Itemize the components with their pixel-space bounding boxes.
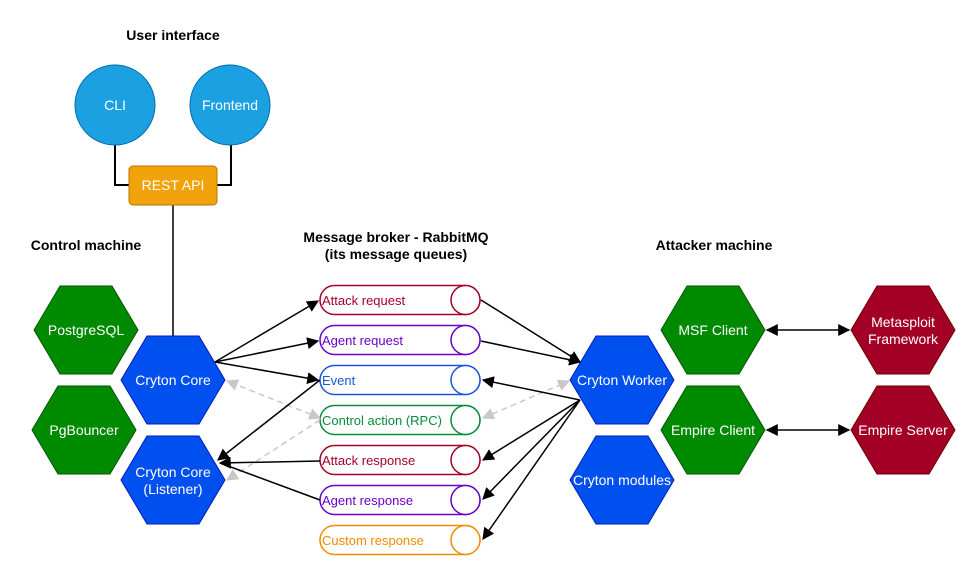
queue-end-cap (450, 444, 481, 476)
cli-label: CLI (104, 97, 126, 113)
metasploit-label-line2: Framework (868, 331, 939, 347)
metasploit-framework-node[interactable]: Metasploit Framework (850, 285, 956, 375)
heading-user-interface: User interface (126, 27, 220, 43)
cryton-modules-label: Cryton modules (573, 472, 671, 488)
connector-cli-restapi (114, 145, 130, 186)
msf-client-label: MSF Client (678, 322, 747, 338)
queue-label: Agent request (322, 333, 403, 348)
arrow-core-attack-request (214, 300, 320, 363)
arrow-attack-request-worker (480, 299, 582, 363)
heading-control-machine: Control machine (31, 237, 142, 253)
queue-end-cap (450, 324, 481, 356)
metasploit-label-line1: Metasploit (871, 314, 935, 330)
cryton-core-label: Cryton Core (135, 372, 211, 388)
queue-control-action-rpc[interactable]: Control action (RPC) (319, 404, 481, 436)
queue-custom-response[interactable]: Custom response (319, 524, 481, 556)
arrow-core-event (214, 361, 320, 385)
cryton-modules-node[interactable]: Cryton modules (569, 435, 675, 525)
pgbouncer-node[interactable]: PgBouncer (31, 385, 137, 475)
arrow-worker-event (481, 376, 581, 401)
heading-attacker-machine: Attacker machine (656, 237, 773, 253)
postgresql-node[interactable]: PostgreSQL (33, 285, 139, 375)
queue-label: Attack response (322, 453, 415, 468)
rest-api-label: REST API (142, 177, 205, 193)
cryton-worker-node[interactable]: Cryton Worker (569, 335, 675, 425)
pgbouncer-label: PgBouncer (49, 422, 119, 438)
msf-client-node[interactable]: MSF Client (660, 285, 766, 375)
queue-label: Attack request (322, 293, 405, 308)
connector-frontend-restapi (216, 145, 232, 186)
queue-attack-request[interactable]: Attack request (319, 284, 481, 316)
frontend-node[interactable]: Frontend (189, 64, 271, 146)
postgresql-label: PostgreSQL (48, 322, 124, 338)
empire-client-label: Empire Client (671, 422, 755, 438)
queue-end-cap (450, 364, 481, 396)
cryton-core-listener-label-line2: (Listener) (143, 481, 202, 497)
queue-agent-response[interactable]: Agent response (319, 484, 481, 516)
rest-api-node[interactable]: REST API (128, 165, 218, 206)
arrow-core-agent-request (214, 337, 320, 363)
queue-end-cap (450, 284, 481, 316)
arrow-worker-agent-response (482, 399, 581, 500)
cryton-core-node[interactable]: Cryton Core (120, 335, 226, 425)
queue-label: Custom response (322, 533, 424, 548)
queue-event[interactable]: Event (319, 364, 481, 396)
queue-attack-response[interactable]: Attack response (319, 444, 481, 476)
cryton-core-listener-node[interactable]: Cryton Core (Listener) (120, 435, 226, 525)
heading-broker-line2: (its message queues) (325, 246, 467, 262)
queue-end-cap (450, 484, 481, 516)
arrow-rpc-core (225, 379, 322, 420)
queue-end-cap (450, 524, 481, 556)
queue-end-cap (450, 404, 481, 436)
arrow-worker-custom-response (482, 399, 581, 540)
queue-agent-request[interactable]: Agent request (319, 324, 481, 356)
queue-label: Control action (RPC) (322, 413, 442, 428)
arrow-event-listener (217, 379, 321, 461)
arrow-agent-request-worker (480, 340, 582, 366)
empire-server-node[interactable]: Empire Server (850, 385, 956, 475)
empire-client-node[interactable]: Empire Client (660, 385, 766, 475)
arrow-agent-response-listener (219, 462, 321, 501)
cryton-core-listener-label-line1: Cryton Core (135, 464, 211, 480)
arrow-rpc-listener (225, 419, 321, 481)
queue-label: Agent response (322, 493, 413, 508)
heading-broker-line1: Message broker - RabbitMQ (303, 229, 488, 245)
cryton-worker-label: Cryton Worker (577, 372, 667, 388)
empire-server-label: Empire Server (858, 422, 948, 438)
arrow-worker-attack-response (481, 399, 581, 461)
arrow-rpc-worker (481, 379, 571, 420)
frontend-label: Frontend (202, 97, 258, 113)
queue-label: Event (322, 373, 356, 388)
arrow-attack-response-listener (218, 456, 321, 469)
cli-node[interactable]: CLI (74, 64, 156, 146)
